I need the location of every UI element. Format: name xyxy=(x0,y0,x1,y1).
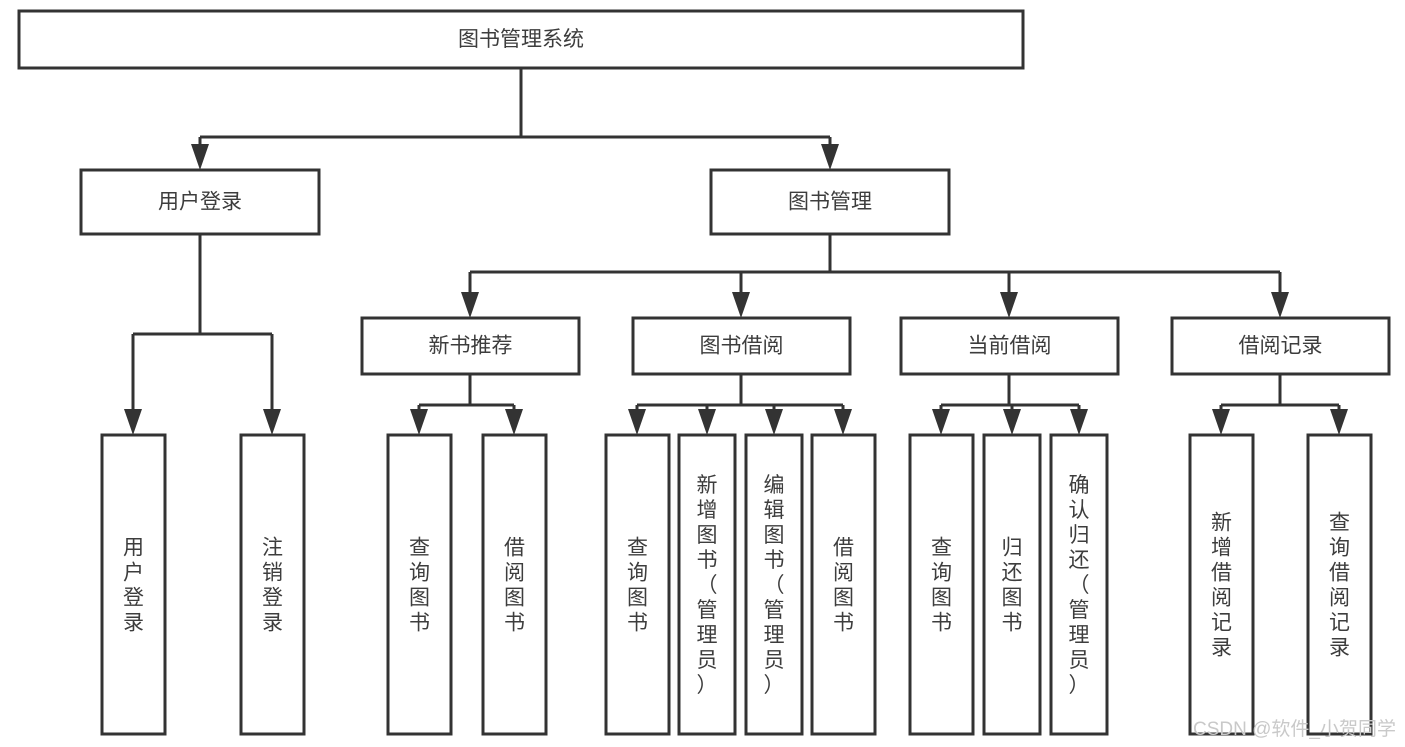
leaf-node-3[interactable]: 查询图书 xyxy=(386,433,453,736)
level2_book_to_level3-arrow-4 xyxy=(1271,292,1289,318)
node-用户登录-label: 用户登录 xyxy=(123,537,144,635)
node-新书推荐-box[interactable] xyxy=(360,316,581,376)
node-新增借阅记录-label: 新增借阅记录 xyxy=(1211,512,1232,660)
current_to_leaves-arrow-3 xyxy=(1070,409,1088,435)
current_to_leaves-arrow-2 xyxy=(1003,409,1021,435)
node-新增借阅记录-box[interactable] xyxy=(1188,433,1255,736)
record_to_leaves-arrow-2 xyxy=(1330,409,1348,435)
node-借阅图书-label: 借阅图书 xyxy=(833,537,854,635)
leaf-node-11[interactable]: 确认归还（管理员） xyxy=(1049,433,1109,736)
node-查询借阅记录-box[interactable] xyxy=(1306,433,1373,736)
leaf-node-13[interactable]: 查询借阅记录 xyxy=(1306,433,1373,736)
node-图书管理-box[interactable] xyxy=(709,168,951,236)
node-图书借阅-label: 图书借阅 xyxy=(700,335,784,358)
root_to_level2-arrow-2 xyxy=(821,144,839,170)
root_to_level2-arrow-1 xyxy=(191,144,209,170)
leaf-node-4[interactable]: 借阅图书 xyxy=(481,433,548,736)
node-确认归还管理员-label: 确认归还（管理员） xyxy=(1069,474,1090,697)
node-图书借阅-box[interactable] xyxy=(631,316,852,376)
csdn-watermark: CSDN @软件_小贺同学 xyxy=(1193,718,1396,740)
node-借阅图书-box[interactable] xyxy=(481,433,548,736)
level2_book_to_level3-arrow-1 xyxy=(461,292,479,318)
newbook_to_leaves-arrow-1 xyxy=(410,409,428,435)
node-新增图书管理员-box[interactable] xyxy=(677,433,737,736)
node-图书管理系统-label: 图书管理系统 xyxy=(458,28,584,51)
leaf-node-6[interactable]: 新增图书（管理员） xyxy=(677,433,737,736)
level3-node-4[interactable]: 借阅记录 xyxy=(1170,316,1391,376)
level2_user_to_leaves-arrow-1 xyxy=(124,409,142,435)
leaf-node-8[interactable]: 借阅图书 xyxy=(810,433,877,736)
leaf-node-5[interactable]: 查询图书 xyxy=(604,433,671,736)
node-查询图书-label: 查询图书 xyxy=(931,537,952,635)
connector-layer xyxy=(124,68,1348,435)
node-归还图书-label: 归还图书 xyxy=(1002,537,1023,635)
node-查询图书-box[interactable] xyxy=(604,433,671,736)
node-编辑图书管理员-box[interactable] xyxy=(744,433,804,736)
root-node-1[interactable]: 图书管理系统 xyxy=(17,9,1025,70)
node-编辑图书管理员-label: 编辑图书（管理员） xyxy=(764,474,785,697)
level2_book_to_level3-arrow-3 xyxy=(1000,292,1018,318)
borrow_to_leaves-arrow-3 xyxy=(765,409,783,435)
node-用户登录-box[interactable] xyxy=(100,433,167,736)
node-查询图书-box[interactable] xyxy=(908,433,975,736)
level3-node-2[interactable]: 图书借阅 xyxy=(631,316,852,376)
node-确认归还管理员-box[interactable] xyxy=(1049,433,1109,736)
node-借阅图书-label: 借阅图书 xyxy=(504,537,525,635)
borrow_to_leaves-arrow-4 xyxy=(834,409,852,435)
level2_user_to_leaves-arrow-2 xyxy=(263,409,281,435)
node-当前借阅-label: 当前借阅 xyxy=(968,335,1052,358)
level2-node-2[interactable]: 图书管理 xyxy=(709,168,951,236)
level3-node-1[interactable]: 新书推荐 xyxy=(360,316,581,376)
leaf-node-10[interactable]: 归还图书 xyxy=(982,433,1042,736)
level3-node-3[interactable]: 当前借阅 xyxy=(899,316,1120,376)
node-layer: 新书推荐图书借阅当前借阅借阅记录用户登录图书管理图书管理系统用户登录注销登录查询… xyxy=(17,9,1391,736)
record_to_leaves-arrow-1 xyxy=(1212,409,1230,435)
node-查询图书-label: 查询图书 xyxy=(627,537,648,635)
current_to_leaves-arrow-1 xyxy=(932,409,950,435)
node-图书管理-label: 图书管理 xyxy=(788,191,872,214)
node-图书管理系统-box[interactable] xyxy=(17,9,1025,70)
node-查询借阅记录-label: 查询借阅记录 xyxy=(1329,512,1350,660)
leaf-node-9[interactable]: 查询图书 xyxy=(908,433,975,736)
node-借阅图书-box[interactable] xyxy=(810,433,877,736)
node-借阅记录-box[interactable] xyxy=(1170,316,1391,376)
leaf-node-2[interactable]: 注销登录 xyxy=(239,433,306,736)
node-归还图书-box[interactable] xyxy=(982,433,1042,736)
node-新书推荐-label: 新书推荐 xyxy=(429,335,513,358)
borrow_to_leaves-arrow-1 xyxy=(628,409,646,435)
leaf-node-1[interactable]: 用户登录 xyxy=(100,433,167,736)
node-注销登录-label: 注销登录 xyxy=(262,537,283,635)
node-查询图书-box[interactable] xyxy=(386,433,453,736)
node-当前借阅-box[interactable] xyxy=(899,316,1120,376)
leaf-node-7[interactable]: 编辑图书（管理员） xyxy=(744,433,804,736)
newbook_to_leaves-arrow-2 xyxy=(505,409,523,435)
node-用户登录-box[interactable] xyxy=(79,168,321,236)
leaf-node-12[interactable]: 新增借阅记录 xyxy=(1188,433,1255,736)
borrow_to_leaves-arrow-2 xyxy=(698,409,716,435)
level2-node-1[interactable]: 用户登录 xyxy=(79,168,321,236)
level2_book_to_level3-arrow-2 xyxy=(732,292,750,318)
node-用户登录-label: 用户登录 xyxy=(158,191,242,214)
node-新增图书管理员-label: 新增图书（管理员） xyxy=(697,474,718,697)
node-查询图书-label: 查询图书 xyxy=(409,537,430,635)
node-注销登录-box[interactable] xyxy=(239,433,306,736)
node-借阅记录-label: 借阅记录 xyxy=(1239,335,1323,358)
